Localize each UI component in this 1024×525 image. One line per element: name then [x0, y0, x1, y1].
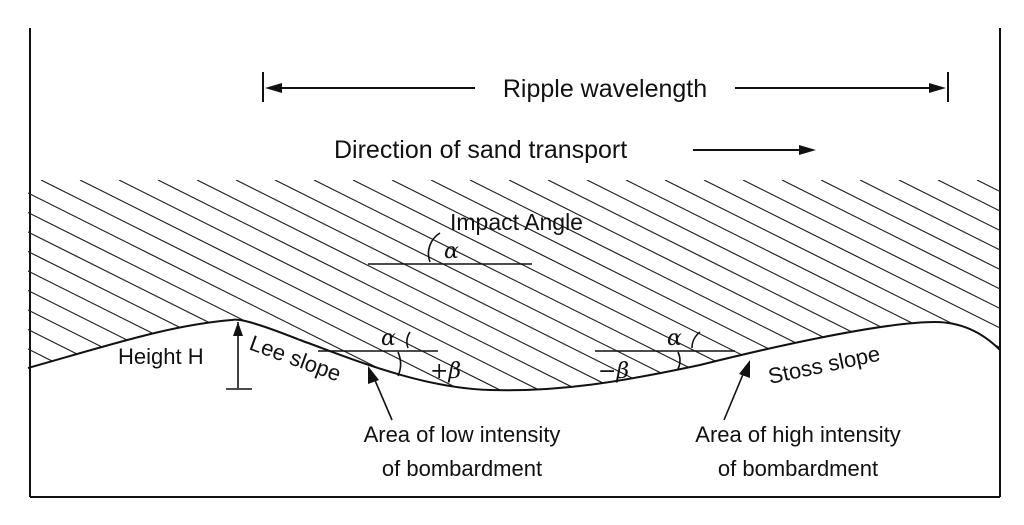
impact-line — [28, 180, 118, 391]
stoss-minus-beta: −β — [598, 359, 629, 384]
impact-line — [28, 180, 703, 391]
lee-angle-annotation: α +β — [318, 326, 461, 384]
impact-line — [781, 180, 1000, 391]
impact-angle-label: Impact Angle — [450, 209, 583, 235]
stoss-slope-label: Stoss slope — [766, 341, 882, 389]
impact-line — [79, 180, 781, 391]
transport-label: Direction of sand transport — [334, 136, 627, 164]
lee-alpha: α — [381, 326, 396, 351]
impact-line — [859, 180, 1000, 391]
impact-line — [196, 180, 898, 391]
impact-line — [28, 180, 430, 391]
impact-line — [742, 180, 1000, 391]
low-intensity-line1: Area of low intensity — [364, 422, 561, 447]
stoss-angle-annotation: α −β — [595, 326, 735, 384]
impact-line — [28, 180, 391, 391]
low-intensity-line2: of bombardment — [382, 456, 542, 481]
impact-line — [898, 180, 1000, 391]
impact-line — [235, 180, 937, 391]
impact-angle: Impact Angle α — [368, 209, 583, 265]
impact-line — [313, 180, 1000, 391]
high-intensity-line2: of bombardment — [718, 456, 878, 481]
height-dimension: Height H — [118, 322, 252, 390]
impact-alpha: α — [444, 239, 459, 264]
impact-line — [40, 180, 742, 391]
wavelength-label: Ripple wavelength — [503, 75, 707, 103]
high-intensity-line1: Area of high intensity — [695, 422, 900, 447]
height-label: Height H — [118, 344, 204, 369]
stoss-alpha: α — [667, 326, 682, 351]
impact-line — [703, 180, 1000, 391]
low-intensity-annotation: Area of low intensity of bombardment — [364, 366, 561, 481]
transport-direction: Direction of sand transport — [334, 136, 816, 164]
impact-line — [664, 180, 1000, 391]
lee-plus-beta: +β — [430, 359, 461, 384]
impact-line — [118, 180, 820, 391]
ripple-surface — [27, 318, 1001, 392]
wavelength-dimension: Ripple wavelength — [262, 72, 949, 103]
high-intensity-annotation: Area of high intensity of bombardment — [695, 360, 901, 481]
impact-line — [28, 180, 40, 391]
impact-line — [352, 180, 1000, 391]
frame — [29, 28, 1001, 498]
impact-line — [274, 180, 976, 391]
impact-line — [937, 180, 1000, 391]
impact-line — [820, 180, 1000, 391]
impact-line — [157, 180, 859, 391]
